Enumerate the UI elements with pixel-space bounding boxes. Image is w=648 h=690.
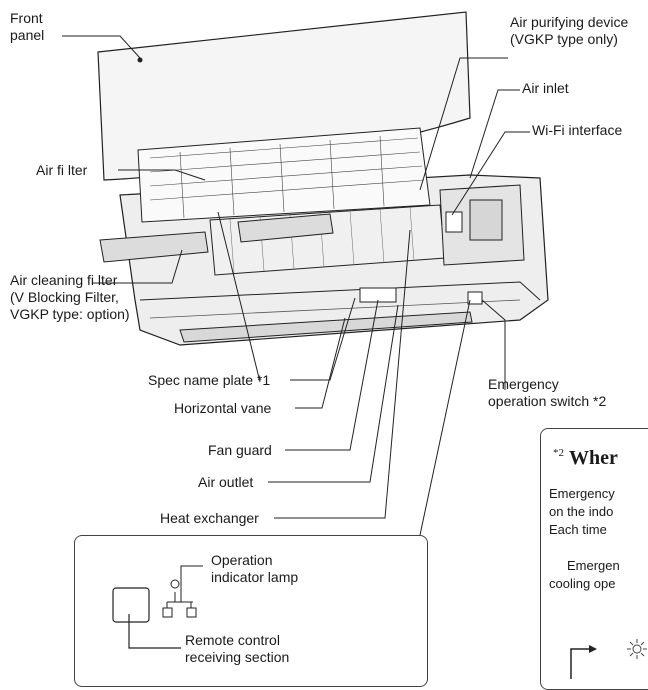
- inset-indicator-panel: Operation indicator lamp Remote control …: [74, 535, 428, 687]
- label-air-inlet: Air inlet: [522, 80, 569, 96]
- air-cleaning-filter-right: [237, 213, 334, 243]
- callout-line: on the indo: [549, 504, 614, 519]
- label-front-panel: Front panel: [10, 10, 45, 43]
- air-filter-shape: [137, 127, 431, 223]
- label-horizontal-vane: Horizontal vane: [174, 400, 272, 416]
- callout-line: Emergency: [549, 486, 615, 501]
- callout-line: cooling ope: [549, 576, 616, 591]
- callout-line: Emergen: [567, 558, 620, 573]
- label-emergency-switch: Emergency operation switch *2: [488, 376, 607, 409]
- label-air-outlet: Air outlet: [198, 474, 254, 490]
- emergency-callout-box: *2 Wher Emergency on the indo Each time …: [540, 428, 648, 690]
- label-fan-guard: Fan guard: [208, 442, 272, 458]
- callout-line: Each time: [549, 522, 607, 537]
- inset-drawing: [112, 565, 203, 649]
- label-air-purifying-device: Air purifying device (VGKP type only): [510, 14, 629, 47]
- label-air-filter: Air fi lter: [36, 162, 88, 178]
- receiver-window: [112, 587, 150, 623]
- label-operation-indicator-lamp: Operation indicator lamp: [211, 552, 299, 585]
- label-air-cleaning-filter: Air cleaning fi lter (V Blocking Filter,…: [10, 272, 130, 322]
- lamp-icon: [162, 579, 197, 618]
- label-spec-name-plate: Spec name plate *1: [148, 372, 271, 388]
- sun-icon: [627, 639, 647, 659]
- indicator-diagram: [570, 639, 647, 679]
- label-wifi-interface: Wi-Fi interface: [532, 122, 623, 138]
- label-heat-exchanger: Heat exchanger: [160, 510, 259, 526]
- horizontal-vane-shape: [179, 311, 473, 343]
- label-remote-control-receiving: Remote control receiving section: [185, 632, 290, 665]
- callout-heading: *2 Wher: [553, 447, 618, 469]
